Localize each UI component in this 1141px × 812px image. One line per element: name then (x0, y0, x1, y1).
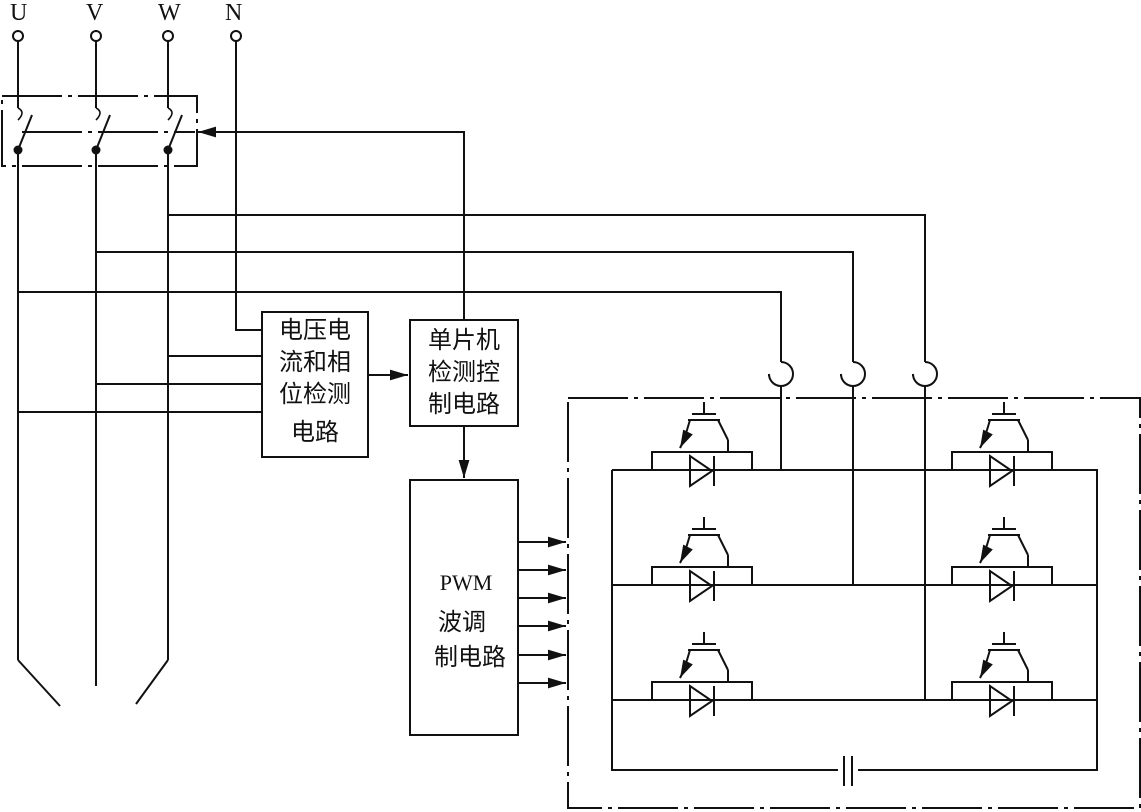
detect-line-4: 电路 (291, 418, 339, 446)
circuit-breaker (1, 95, 198, 167)
mcu-line-2: 检测控 (428, 358, 500, 386)
pwm-line-2: 波调 (438, 608, 486, 636)
terminal-u-label: U (10, 0, 27, 26)
detect-line-3: 位检测 (279, 380, 351, 408)
terminal-n (230, 30, 242, 42)
terminal-n-label: N (225, 0, 242, 26)
detect-line-1: 电压电 (279, 316, 351, 344)
inverter-frame (567, 397, 1141, 809)
detection-circuit-block: 电压电 流和相 位检测 电路 (261, 311, 369, 458)
current-sensors (768, 361, 938, 700)
pwm-output-arrows (518, 536, 566, 689)
terminal-w-label: W (158, 0, 181, 26)
igbt-cell-5 (951, 517, 1053, 603)
terminal-w (162, 30, 174, 42)
igbt-cell-3 (651, 632, 753, 718)
mcu-control-block: 单片机 检测控 制电路 (409, 319, 519, 427)
igbt-cell-6 (951, 632, 1053, 718)
phase-feeds-to-inverter (18, 214, 926, 362)
dc-capacitor (838, 756, 858, 786)
pwm-modulation-block: PWM 波调 制电路 (409, 479, 519, 736)
pwm-line-1: PWM (440, 570, 493, 595)
igbt-cell-1 (651, 402, 753, 488)
terminal-v (90, 30, 102, 42)
mcu-to-breaker-arrow (198, 126, 465, 320)
terminal-v-label: V (86, 0, 104, 26)
mcu-line-3: 制电路 (428, 390, 500, 418)
pwm-line-3: 制电路 (434, 643, 506, 671)
phase-wires (17, 41, 169, 707)
igbt-cell-2 (651, 517, 753, 603)
neutral-wire (235, 41, 262, 331)
detect-line-2: 流和相 (279, 348, 351, 376)
igbt-modules (651, 402, 1053, 718)
igbt-cell-4 (951, 402, 1053, 488)
mcu-line-1: 单片机 (428, 326, 500, 354)
terminal-u (12, 30, 24, 42)
inverter-bus (611, 469, 1098, 771)
phase-taps-to-detect (18, 355, 262, 413)
